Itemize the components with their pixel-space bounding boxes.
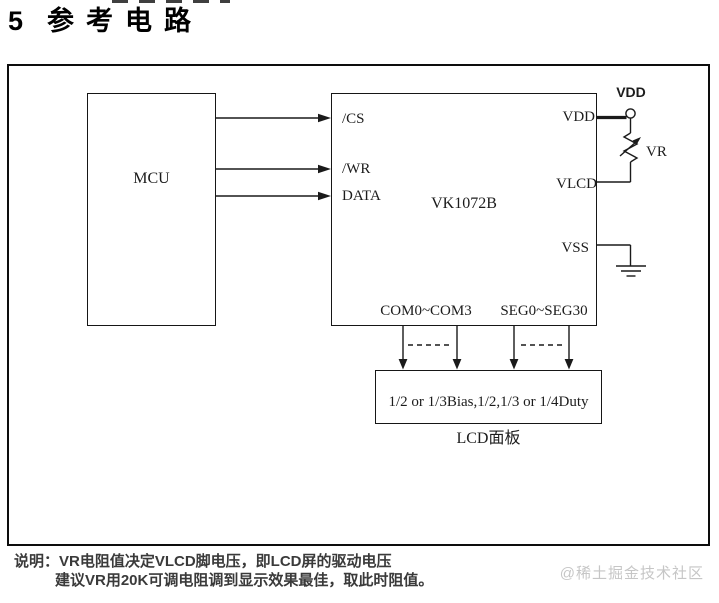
pin-label-vdd: VDD (562, 109, 596, 125)
cs-arrowhead (318, 113, 331, 123)
lcd-panel-block: 1/2 or 1/3Bias,1/2,1/3 or 1/4Duty (375, 370, 602, 424)
chip-block (331, 93, 597, 326)
watermark: @稀土掘金技术社区 (559, 565, 704, 582)
note-line1-text: VR电阻值决定VLCD脚电压，即LCD屏的驱动电压 (59, 553, 392, 570)
seg-arrowhead-1 (509, 359, 519, 370)
vr-arrow-shaft (619, 140, 638, 157)
note-line2-emphasis: 20K (120, 572, 149, 589)
vdd-net-label: VDD (616, 84, 646, 100)
section-heading: 5 参考电路 (8, 7, 203, 35)
pin-label-vss: VSS (561, 240, 589, 256)
vr-label: VR (646, 144, 667, 160)
pin-label-vlcd: VLCD (556, 176, 597, 192)
clipped-previous-line-remnant (112, 0, 230, 3)
pin-label-com: COM0~COM3 (380, 303, 472, 319)
chip-name: VK1072B (431, 195, 497, 212)
mcu-label: MCU (133, 170, 170, 187)
pin-label-data: DATA (342, 188, 381, 204)
seg-arrowhead-2 (564, 359, 574, 370)
lcd-panel-spec: 1/2 or 1/3Bias,1/2,1/3 or 1/4Duty (388, 393, 589, 410)
section-number: 5 (8, 6, 24, 36)
pin-label-seg: SEG0~SEG30 (500, 303, 588, 319)
pin-label-cs: /CS (342, 111, 365, 127)
wr-arrowhead (318, 164, 331, 174)
figure-frame (7, 64, 710, 546)
data-arrowhead (318, 191, 331, 201)
note-line-1: 说明：VR电阻值决定VLCD脚电压，即LCD屏的驱动电压 (14, 554, 392, 570)
note-prefix: 说明： (14, 553, 60, 570)
com-arrowhead-2 (452, 359, 462, 370)
note-line2-pre: 建议VR用 (55, 572, 121, 589)
com-arrowhead-1 (398, 359, 408, 370)
vdd-terminal-circle (625, 108, 636, 119)
note-line-2: 建议VR用20K可调电阻调到显示效果最佳，取此时阻值。 (55, 573, 433, 589)
note-line2-post: 可调电阻调到显示效果最佳，取此时阻值。 (148, 572, 434, 589)
section-title: 参考电路 (47, 6, 204, 36)
ground-symbol (616, 265, 646, 277)
mcu-block (87, 93, 216, 326)
lcd-panel-caption: LCD面板 (456, 430, 521, 447)
pin-label-wr: /WR (342, 161, 371, 177)
vr-arrowhead (632, 137, 641, 145)
